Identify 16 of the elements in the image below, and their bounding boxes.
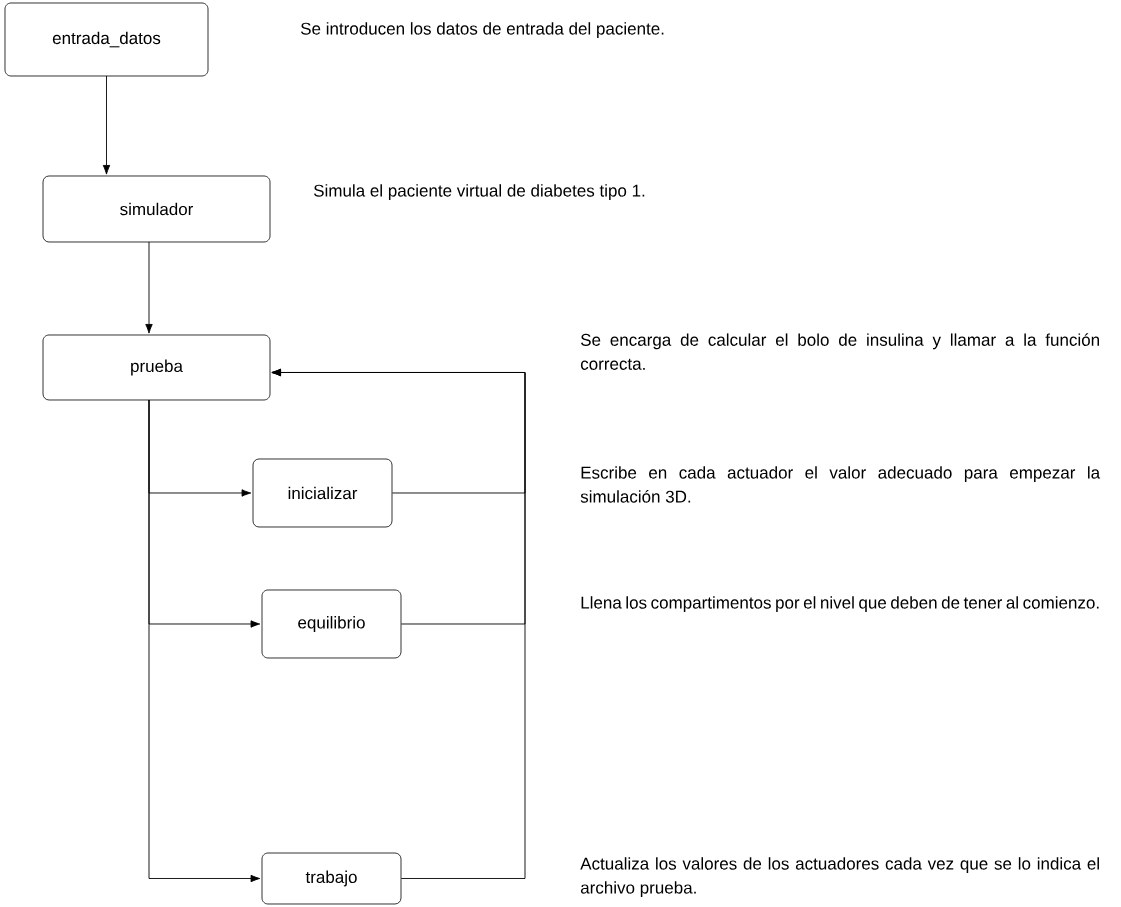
arrow xyxy=(148,399,261,883)
arrow xyxy=(145,241,153,334)
description-text: Llena los compartimentos por el nivel que deben de tener al comienzo. xyxy=(581,596,1099,613)
process-box: prueba xyxy=(42,334,271,401)
arrow xyxy=(102,75,111,175)
description-text: Escribe en cada actuador el valor adecuado para empezar la simulación 3D. xyxy=(580,466,1101,503)
description-text: Se introducen los datos de entrada del paciente. xyxy=(300,22,664,39)
process-box: entrada_datos xyxy=(4,2,209,77)
description-text: Simula el paciente virtual de diabetes tipo 1. xyxy=(313,184,645,201)
process-box: equilibrio xyxy=(261,589,402,659)
arrow xyxy=(271,368,526,879)
process-box: trabajo xyxy=(261,852,402,905)
description-text: Actualiza los valores de los actuadores cada vez que se lo indica el archivo prueba. xyxy=(580,857,1099,898)
description-text: Se encarga de calcular el bolo de insulina y llamar a la función correcta. xyxy=(580,333,1099,370)
process-box: inicializar xyxy=(252,458,393,528)
process-box: simulador xyxy=(42,175,271,243)
